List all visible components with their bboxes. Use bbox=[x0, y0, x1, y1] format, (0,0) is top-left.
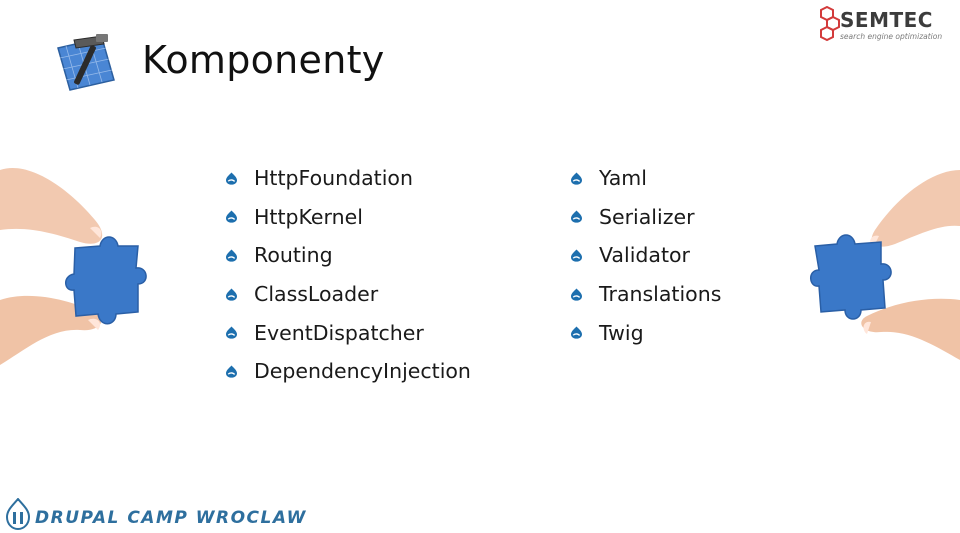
component-label: Translations bbox=[599, 282, 722, 307]
footer-event-name: DRUPAL CAMP WROCLAW bbox=[35, 508, 307, 528]
list-item: Routing bbox=[225, 236, 471, 275]
components-list-left: HttpFoundation HttpKernel Routing ClassL… bbox=[225, 159, 471, 391]
components-list-right: Yaml Serializer Validator Translations T… bbox=[570, 159, 721, 352]
component-label: HttpKernel bbox=[254, 204, 363, 229]
component-label: Yaml bbox=[599, 166, 647, 191]
list-item: Yaml bbox=[570, 159, 721, 198]
list-item: DependencyInjection bbox=[225, 352, 471, 391]
drupal-drop-icon bbox=[5, 498, 31, 530]
list-item: HttpFoundation bbox=[225, 159, 471, 198]
drupal-drop-icon bbox=[571, 288, 582, 301]
component-label: Twig bbox=[599, 320, 644, 345]
drupal-drop-icon bbox=[571, 210, 582, 223]
drupal-drop-icon bbox=[571, 326, 582, 339]
hexagon-logo-icon bbox=[820, 6, 840, 42]
drupal-drop-icon bbox=[571, 249, 582, 262]
list-item: Translations bbox=[570, 275, 721, 314]
list-item: ClassLoader bbox=[225, 275, 471, 314]
drupal-drop-icon bbox=[226, 326, 237, 339]
footer-branding: DRUPAL CAMP WROCLAW bbox=[5, 498, 345, 532]
drupal-drop-icon bbox=[226, 172, 237, 185]
semtec-logo-tagline: search engine optimization bbox=[840, 32, 943, 41]
page-title: Komponenty bbox=[142, 38, 385, 82]
component-label: DependencyInjection bbox=[254, 359, 471, 384]
hand-with-puzzle-piece-left bbox=[0, 168, 147, 365]
drupal-drop-icon bbox=[226, 210, 237, 223]
component-label: HttpFoundation bbox=[254, 166, 413, 191]
component-label: ClassLoader bbox=[254, 282, 379, 307]
drupal-drop-icon bbox=[571, 172, 582, 185]
xcode-hammer-icon bbox=[57, 34, 115, 91]
list-item: HttpKernel bbox=[225, 198, 471, 237]
drupal-drop-icon bbox=[226, 249, 237, 262]
drupal-drop-icon bbox=[226, 288, 237, 301]
semtec-logo: SEMTEC search engine optimization bbox=[818, 4, 954, 44]
component-label: Validator bbox=[599, 243, 690, 268]
hand-with-puzzle-piece-right bbox=[810, 170, 960, 360]
component-label: EventDispatcher bbox=[254, 320, 424, 345]
list-item: Twig bbox=[570, 313, 721, 352]
list-item: Serializer bbox=[570, 198, 721, 237]
list-item: Validator bbox=[570, 236, 721, 275]
component-label: Routing bbox=[254, 243, 333, 268]
component-label: Serializer bbox=[599, 204, 695, 229]
semtec-logo-name: SEMTEC bbox=[840, 8, 933, 32]
list-item: EventDispatcher bbox=[225, 313, 471, 352]
drupal-drop-icon bbox=[226, 365, 237, 378]
